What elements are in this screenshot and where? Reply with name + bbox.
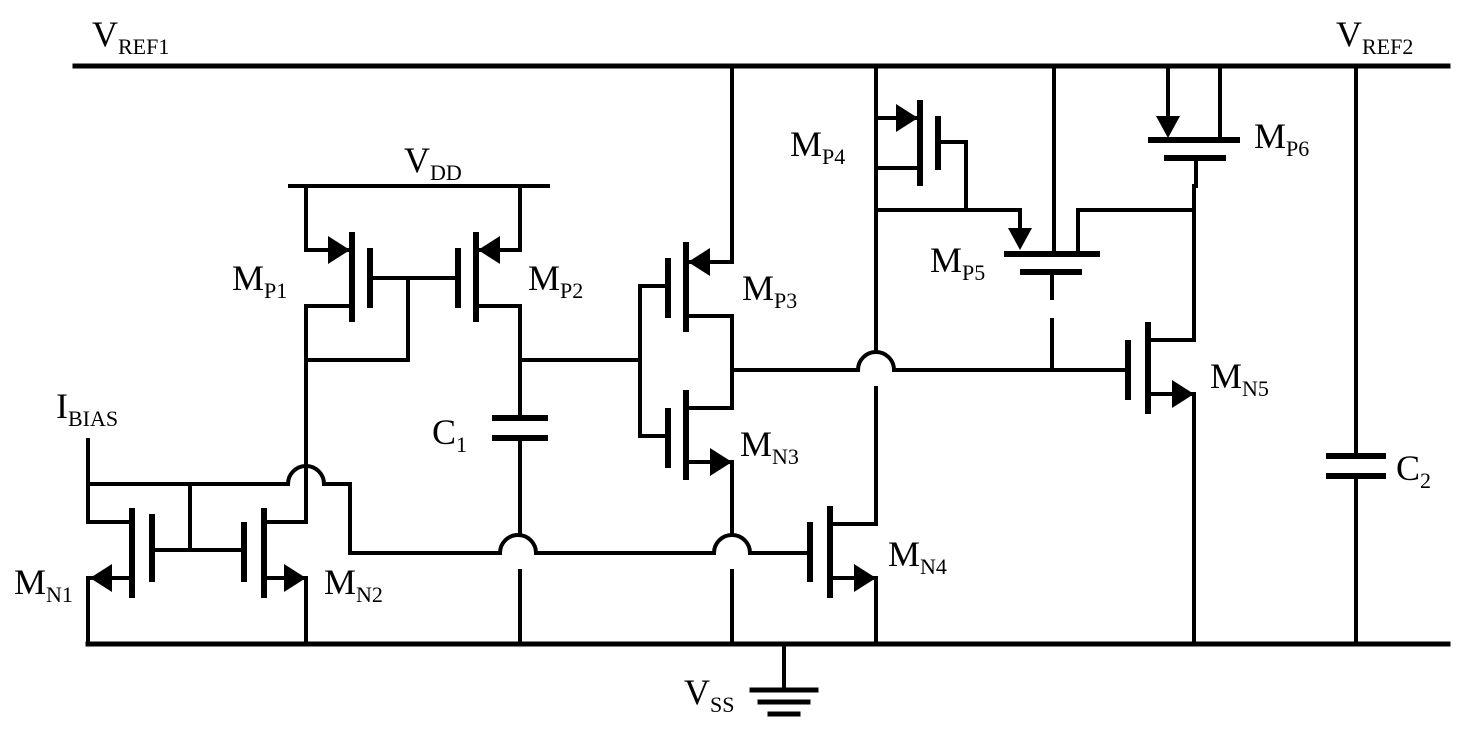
transistor-mp2 <box>406 184 522 362</box>
label-mp1: MP1 <box>232 258 287 303</box>
label-mn5: MN5 <box>1210 356 1269 401</box>
arrow-icon <box>478 236 500 264</box>
label-mn1: MN1 <box>14 562 73 607</box>
arrow-icon <box>1008 228 1032 250</box>
net-label-vss: VSS <box>684 672 734 717</box>
transistor-mn2 <box>180 358 308 646</box>
arrow-icon <box>284 564 306 592</box>
arrow-icon <box>90 564 112 592</box>
bias-wiring <box>86 438 810 556</box>
transistor-mp3 <box>665 64 734 372</box>
label-mn4: MN4 <box>888 534 947 579</box>
label-mp3: MP3 <box>742 268 797 313</box>
net-label-vref2: VREF2 <box>1336 14 1413 59</box>
capacitor-c2 <box>1326 64 1386 646</box>
label-c2: C2 <box>1396 448 1431 493</box>
rails <box>72 63 1451 647</box>
output-wiring <box>730 350 1126 373</box>
transistor-mn1 <box>86 482 184 646</box>
label-mp5: MP5 <box>930 240 985 285</box>
net-label-ibias: IBIAS <box>56 386 118 431</box>
transistor-mp6 <box>1148 64 1240 342</box>
net-label-vref1: VREF1 <box>92 14 169 59</box>
arrow-icon <box>1172 380 1194 408</box>
transistor-mp5 <box>1004 64 1196 372</box>
gate-wiring <box>518 284 670 438</box>
arrow-icon <box>688 248 710 276</box>
label-mn2: MN2 <box>324 562 383 607</box>
transistor-mp1 <box>304 184 410 362</box>
arrow-icon <box>1156 116 1180 138</box>
label-c1: C1 <box>432 412 467 457</box>
label-mn3: MN3 <box>740 424 799 469</box>
label-mp2: MP2 <box>528 258 583 303</box>
transistor-mn5 <box>1125 322 1196 646</box>
transistor-mn3 <box>665 368 734 646</box>
arrow-icon <box>896 104 918 132</box>
net-label-vdd: VDD <box>404 140 462 185</box>
arrow-icon <box>854 564 876 592</box>
ground-symbol <box>749 642 819 717</box>
label-mp4: MP4 <box>790 124 845 169</box>
arrow-icon <box>328 236 350 264</box>
transistor-mp4 <box>874 100 1022 212</box>
arrow-icon <box>710 448 732 476</box>
label-mp6: MP6 <box>1254 116 1309 161</box>
capacitor-c1 <box>492 358 548 646</box>
